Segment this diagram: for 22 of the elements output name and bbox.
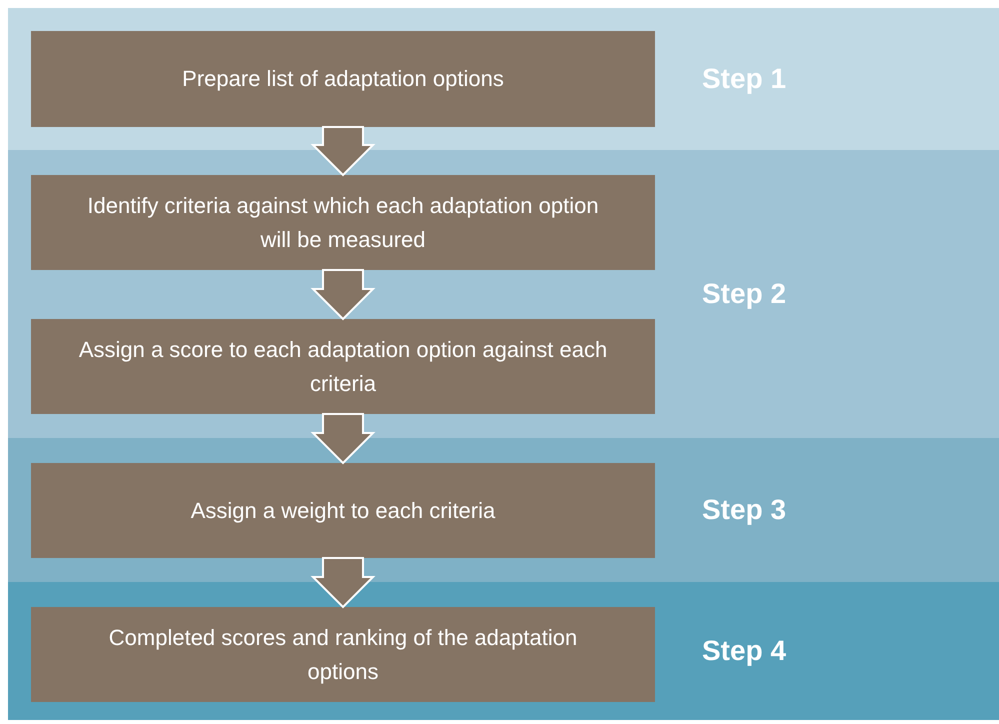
- box-text: Completed scores and ranking of the adaptation options: [108, 624, 578, 686]
- step-band: [8, 8, 999, 150]
- step-label: Step 1: [702, 65, 786, 93]
- process-box: [31, 319, 655, 414]
- step-label: Step 2: [702, 280, 786, 308]
- box-text: Assign a score to each adaptation option against each criteria: [78, 336, 608, 398]
- step-band: [8, 438, 999, 582]
- box-text: Assign a weight to each criteria: [190, 496, 496, 525]
- block-arrow: [310, 557, 376, 608]
- step-band: [8, 150, 999, 438]
- step-band: [8, 582, 999, 720]
- box-text: Prepare list of adaptation options: [182, 65, 504, 93]
- process-box: [31, 607, 655, 702]
- process-box: [31, 463, 655, 558]
- process-box: [31, 31, 655, 127]
- box-text: Identify criteria against which each adaptation option will be measured: [86, 192, 600, 254]
- step-label: Step 4: [702, 637, 786, 665]
- block-arrow: [310, 269, 376, 320]
- block-arrow: [310, 413, 376, 464]
- block-arrow: [310, 126, 376, 176]
- step-label: Step 3: [702, 496, 786, 524]
- process-box: [31, 175, 655, 270]
